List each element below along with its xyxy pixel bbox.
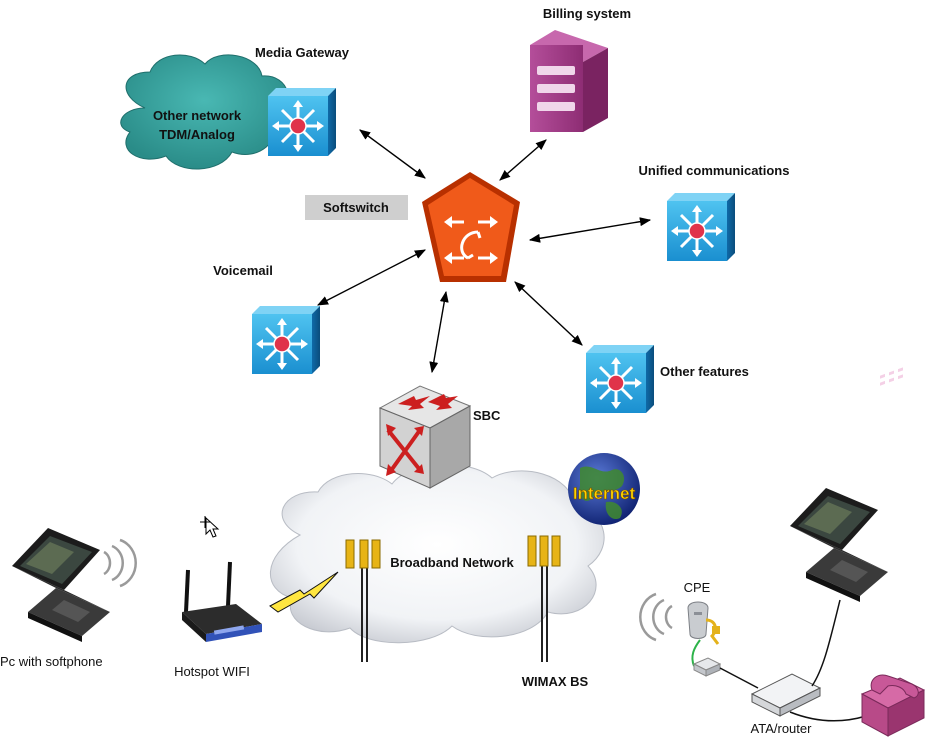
cpe-waves-icon [639, 592, 673, 642]
cpe-device-icon [687, 601, 720, 645]
arrow-voicemail [317, 249, 426, 306]
arrow-media-gateway [359, 129, 426, 179]
wimax-label: WIMAX BS [522, 674, 589, 689]
connection-arrows [317, 129, 652, 374]
cpe-power-adapter-icon [692, 657, 722, 677]
pc-wifi-waves-icon [103, 538, 137, 588]
arrow-sbc [429, 290, 449, 374]
other-network-label-2: TDM/Analog [159, 127, 235, 142]
unified-label: Unified communications [639, 163, 790, 178]
laptop-to-ata-cable [811, 599, 841, 687]
billing-label: Billing system [543, 6, 631, 21]
voicemail-switch-icon [250, 304, 322, 376]
other-features-label: Other features [660, 364, 749, 379]
softswitch-icon [422, 172, 520, 282]
arrow-billing [499, 139, 547, 181]
broadband-cloud: Broadband Network [269, 463, 605, 644]
hotspot-label: Hotspot WIFI [174, 664, 250, 679]
ata-label: ATA/router [751, 721, 813, 736]
other-network-label-1: Other network [153, 108, 242, 123]
unified-communications-switch-icon [665, 191, 737, 263]
hotspot-router-icon [182, 561, 262, 642]
wimax-antenna-icon [527, 535, 561, 662]
phone-to-ata-cable [789, 711, 867, 722]
media-gateway-switch-icon [266, 86, 338, 158]
other-network-cloud: Other network TDM/Analog [120, 54, 289, 170]
mouse-cursor-icon [200, 516, 220, 538]
wireless-link-bolt-icon [269, 571, 339, 613]
billing-server-icon [530, 30, 608, 132]
media-gateway-label: Media Gateway [255, 45, 350, 60]
broadband-label: Broadband Network [390, 555, 514, 570]
cpe-label: CPE [684, 580, 711, 595]
ata-router-icon [750, 673, 822, 717]
sbc-router-icon [378, 385, 472, 489]
telephone-icon [860, 367, 926, 737]
arrow-unified [528, 217, 652, 243]
voicemail-label: Voicemail [213, 263, 273, 278]
user-laptop-icon [790, 488, 888, 602]
arrow-other-features [514, 281, 583, 346]
cpe-cable [691, 639, 701, 667]
other-features-switch-icon [584, 343, 656, 415]
internet-label: Internet [573, 484, 636, 503]
softswitch-label-box [305, 195, 408, 220]
sbc-label: SBC [473, 408, 501, 423]
cpe-to-ata-cable [719, 667, 759, 689]
internet-globe-icon: Internet [568, 453, 640, 525]
broadband-antenna-icon [345, 539, 381, 662]
pc-laptop-icon [12, 528, 110, 642]
softswitch-label: Softswitch [323, 200, 389, 215]
pc-softphone-label: Pc with softphone [0, 654, 103, 669]
